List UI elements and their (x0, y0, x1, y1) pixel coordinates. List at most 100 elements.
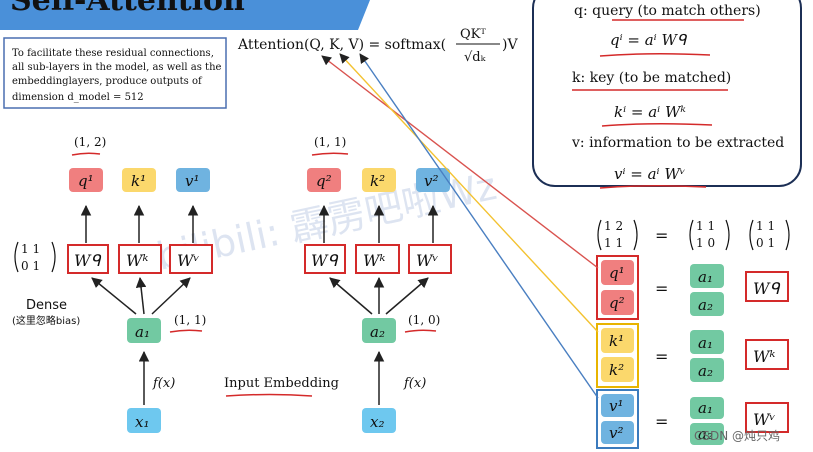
token-2-a-vector: (1, 0) (408, 313, 440, 327)
token-1-a-vector: (1, 1) (174, 313, 206, 327)
v-a-row-1: a₁ (698, 399, 713, 417)
note-line-3: embeddinglayers, produce outputs of (12, 76, 203, 87)
token-1-column: (1, 2) q¹ k¹ v¹ Wᑫ Wᵏ Wᵛ 1 1 0 1 Dense (… (12, 135, 213, 433)
k-stack-row-1: k¹ (609, 332, 624, 350)
token-2-wq-label: Wᑫ (311, 251, 338, 270)
k-weight-box (745, 339, 789, 370)
token-2-a-box (362, 318, 396, 343)
v-equals: = (655, 412, 668, 431)
v-a-row-2: a₂ (698, 425, 713, 443)
v-weight-box (745, 402, 789, 433)
token-1-wk-label: Wᵏ (126, 251, 148, 270)
token-2-wk-box (355, 244, 400, 274)
dense-matrix-row-1: 1 1 (21, 242, 40, 256)
v-connector (359, 53, 599, 399)
token-1-v-box (176, 168, 210, 192)
k-stack: k¹ k² = a₁ a₂ Wᵏ (596, 323, 789, 388)
q-stack-row-2: q² (609, 294, 625, 312)
token-2-v-label: v² (424, 172, 439, 190)
token-2-q-vector: (1, 1) (314, 135, 346, 149)
v-stack-row-2: v² (609, 424, 624, 442)
attention-formula: Attention(Q, K, V) = softmax( QKᵀ √dₖ )V (237, 27, 518, 65)
token-2-a-label: a₂ (370, 323, 385, 341)
token-2-wk-label: Wᵏ (363, 251, 385, 270)
token-1-wv-box (169, 244, 213, 274)
token-1-q-box (69, 168, 103, 192)
m2-row-1: 1 1 (696, 219, 715, 233)
token-2-v-box (416, 168, 450, 192)
token-2-fx: f(x) (403, 376, 426, 391)
qkv-legend: q: query (to match others) qⁱ = aⁱ Wᑫ k:… (532, 0, 802, 189)
k-label: k: key (to be matched) (572, 70, 731, 86)
dense-matrix: 1 1 0 1 (14, 241, 56, 273)
token-2-x-box (362, 408, 396, 433)
q-a-row-1: a₁ (698, 268, 713, 286)
token-1-v-label: v¹ (185, 172, 200, 190)
k-equation: kⁱ = aⁱ Wᵏ (614, 103, 686, 121)
dense-matrix-row-2: 0 1 (21, 259, 40, 273)
token-2-k-label: k² (370, 172, 385, 190)
token-1-wv-label: Wᵛ (177, 251, 199, 270)
note-line-2: all sub-layers in the model, as well as … (12, 62, 222, 73)
m3-row-1: 1 1 (756, 219, 775, 233)
q-weight-label: Wᑫ (753, 279, 780, 298)
token-2-q-label: q² (316, 172, 332, 190)
v-weight-label: Wᵛ (753, 410, 775, 429)
token-1-wq-label: Wᑫ (74, 251, 101, 270)
q-equals: = (655, 279, 668, 298)
token-1-k-box (122, 168, 156, 192)
formula-numerator: QKᵀ (460, 27, 486, 42)
k-a-row-1: a₁ (698, 334, 713, 352)
token-1-wk-box (118, 244, 162, 274)
k-a-row-2: a₂ (698, 362, 713, 380)
token-2-q-box (307, 168, 341, 192)
k-equals: = (655, 347, 668, 366)
v-stack: v¹ v² = a₁ a₂ Wᵛ (596, 389, 789, 449)
token-2-k-box (362, 168, 396, 192)
q-stack: q¹ q² = a₁ a₂ Wᑫ (596, 255, 789, 320)
q-equation: qⁱ = aⁱ Wᑫ (610, 31, 688, 49)
m1-row-1: 1 2 (604, 219, 623, 233)
v-stack-row-1: v¹ (609, 397, 624, 415)
token-2-wv-label: Wᵛ (416, 251, 438, 270)
token-1-a-label: a₁ (135, 323, 150, 341)
token-1-fx: f(x) (152, 376, 175, 391)
formula-denominator: √dₖ (464, 50, 487, 65)
token-1-q-vector: (1, 2) (74, 135, 106, 149)
token-1-q-label: q¹ (78, 172, 94, 190)
csdn-credit: CSDN @炖只鸡 (694, 428, 780, 443)
k-stack-row-2: k² (609, 361, 624, 379)
title-bar: Self-Attention (0, 0, 370, 30)
residual-note: To facilitate these residual connections… (3, 37, 227, 109)
token-1-a-box (127, 318, 161, 343)
input-embedding-label: Input Embedding (224, 376, 339, 391)
k-weight-label: Wᵏ (753, 347, 775, 366)
dense-bias-note: (这里忽略bias) (12, 314, 80, 327)
m1-row-2: 1 1 (604, 236, 623, 250)
m3-row-2: 0 1 (756, 236, 775, 250)
token-2-column: (1, 1) q² k² v² Wᑫ Wᵏ Wᵛ a₂ (1, 0) f(x) … (304, 135, 452, 433)
formula-lhs: Attention(Q, K, V) = softmax( (237, 37, 446, 53)
dense-label: Dense (26, 298, 67, 313)
q-connector (321, 55, 599, 269)
q-label: q: query (to match others) (574, 3, 761, 19)
m-equals: = (655, 226, 668, 245)
note-line-4: dimension d_model = 512 (12, 92, 144, 103)
token-1-wq-box (67, 244, 109, 274)
matrix-equation: 1 2 1 1 = 1 1 1 0 1 1 0 1 (597, 219, 790, 251)
token-1-k-label: k¹ (131, 172, 146, 190)
title: Self-Attention (10, 0, 245, 18)
q-a-row-2: a₂ (698, 296, 713, 314)
v-equation: vⁱ = aⁱ Wᵛ (614, 165, 685, 183)
formula-rhs: )V (502, 37, 518, 53)
q-stack-row-1: q¹ (609, 264, 625, 282)
token-1-x-label: x₁ (135, 413, 149, 431)
q-weight-box (745, 271, 789, 302)
token-2-wq-box (304, 244, 346, 274)
token-2-wv-box (408, 244, 452, 274)
token-1-x-box (127, 408, 161, 433)
note-line-1: To facilitate these residual connections… (12, 48, 214, 59)
k-connector (339, 53, 599, 333)
m2-row-2: 1 0 (696, 236, 715, 250)
